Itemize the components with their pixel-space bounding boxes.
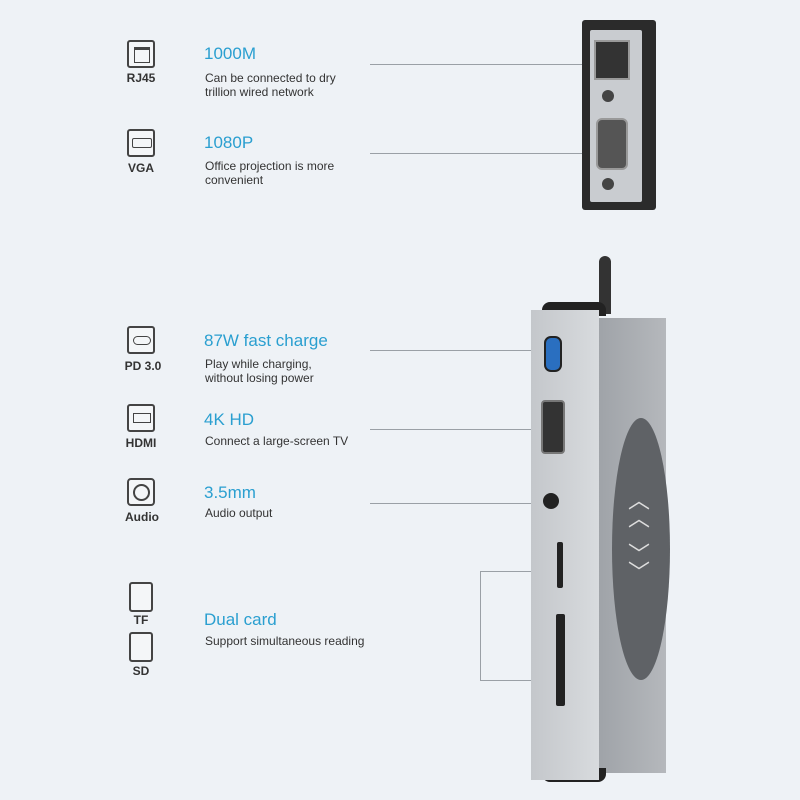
- hdmi-port: [541, 400, 565, 454]
- bracket-line: [480, 571, 537, 572]
- pd-label: PD 3.0: [124, 359, 162, 373]
- usb-c-port: [544, 336, 562, 372]
- feature-title: 4K HD: [204, 410, 255, 429]
- vga-port: [596, 118, 628, 170]
- audio-label: Audio: [125, 510, 159, 524]
- hdmi-icon: [127, 404, 155, 432]
- audio-jack-icon: [127, 478, 155, 506]
- callout-line: [370, 429, 537, 430]
- feature-desc: Play while charging,without losing power: [205, 357, 314, 385]
- ethernet-port: [594, 40, 630, 80]
- hub-port-face: [531, 310, 599, 780]
- feature-title: 3.5mm: [204, 483, 256, 502]
- tf-slot: [557, 542, 563, 588]
- cable: [599, 256, 611, 314]
- feature-title: Dual card: [204, 610, 277, 629]
- rj45-label: RJ45: [126, 71, 156, 85]
- sd-card-icon: [129, 632, 153, 662]
- feature-desc: Support simultaneous reading: [205, 634, 365, 648]
- usb-c-icon: [127, 326, 155, 354]
- bracket-line: [480, 680, 537, 681]
- ethernet-vga-device: [582, 20, 656, 210]
- vga-icon: [127, 129, 155, 157]
- callout-line: [370, 64, 590, 65]
- callout-line: [370, 350, 537, 351]
- feature-title: 1080P: [204, 133, 254, 152]
- rj45-icon: [127, 40, 155, 68]
- sd-slot: [556, 614, 565, 706]
- callout-line: [370, 153, 592, 154]
- tf-label: TF: [133, 613, 149, 627]
- screw: [602, 178, 614, 190]
- feature-title: 1000M: [204, 44, 256, 63]
- wireless-charging-icon: ︿︿﹀﹀: [627, 488, 650, 585]
- callout-line: [370, 503, 537, 504]
- sd-label: SD: [132, 664, 150, 678]
- vga-label: VGA: [127, 161, 154, 175]
- screw: [602, 90, 614, 102]
- audio-port: [543, 493, 559, 509]
- bracket-line: [480, 571, 481, 681]
- hdmi-label: HDMI: [125, 436, 157, 450]
- feature-desc: Audio output: [205, 506, 273, 520]
- feature-title: 87W fast charge: [204, 331, 328, 350]
- wireless-charging-pad: [612, 418, 670, 680]
- tf-card-icon: [129, 582, 153, 612]
- feature-desc: Connect a large-screen TV: [205, 434, 349, 448]
